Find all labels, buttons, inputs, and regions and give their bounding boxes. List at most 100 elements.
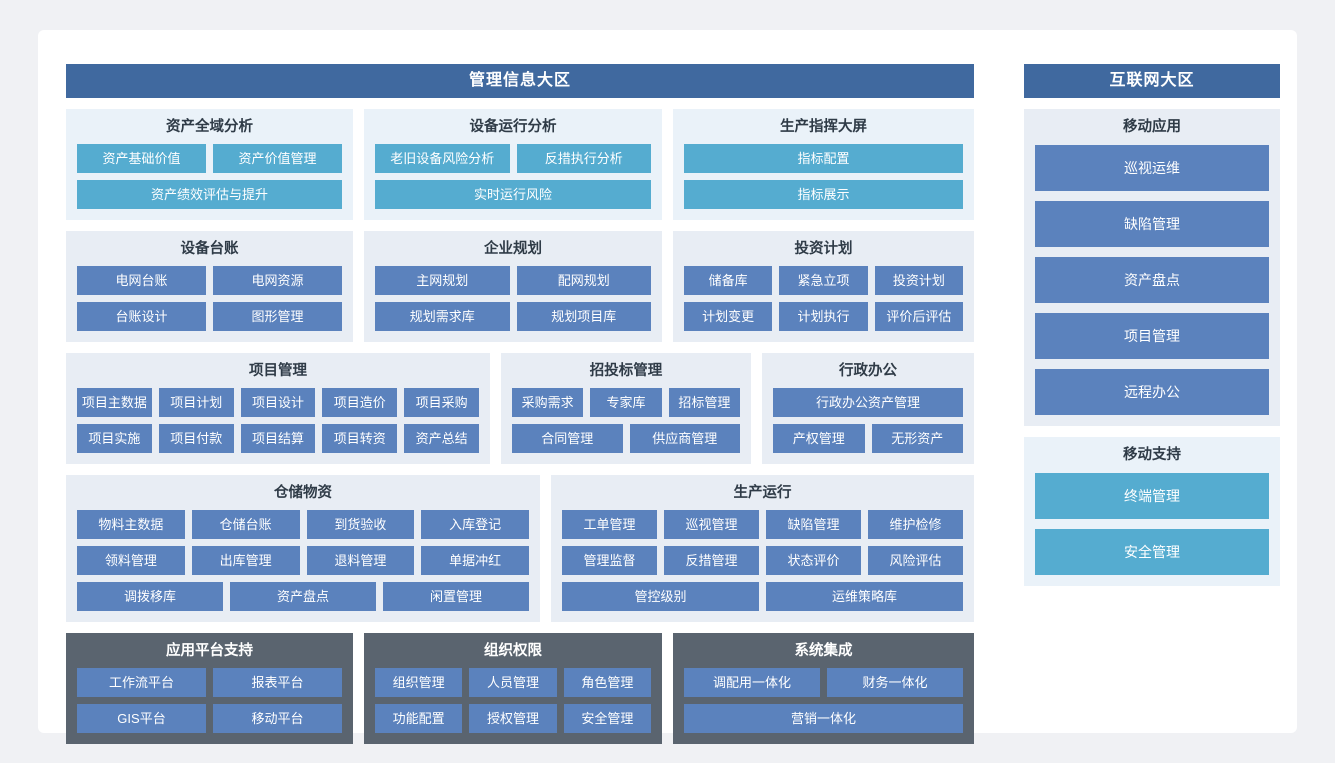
- module-button-bidding-management-1[interactable]: 专家库: [590, 388, 662, 417]
- module-button-mobile-application-0[interactable]: 巡视运维: [1035, 145, 1269, 191]
- group-equipment-operation-analysis: 设备运行分析老旧设备风险分析反措执行分析实时运行风险: [364, 109, 662, 220]
- module-button-organization-permission-3[interactable]: 功能配置: [375, 704, 463, 733]
- group-warehouse-materials: 仓储物资物料主数据仓储台账到货验收入库登记领料管理出库管理退料管理单据冲红调拨移…: [66, 475, 540, 622]
- module-button-project-management-6[interactable]: 项目付款: [158, 424, 234, 453]
- module-button-mobile-application-1[interactable]: 缺陷管理: [1035, 201, 1269, 247]
- module-button-asset-global-analysis-2[interactable]: 资产绩效评估与提升: [77, 180, 342, 209]
- module-button-administrative-office-2[interactable]: 无形资产: [871, 424, 963, 453]
- module-button-bidding-management-4[interactable]: 供应商管理: [629, 424, 740, 453]
- module-button-investment-plan-5[interactable]: 评价后评估: [874, 302, 963, 331]
- module-button-application-platform-support-3[interactable]: 移动平台: [213, 704, 342, 733]
- module-button-project-management-7[interactable]: 项目结算: [240, 424, 316, 453]
- module-button-mobile-support-0[interactable]: 终端管理: [1035, 473, 1269, 519]
- module-button-enterprise-planning-0[interactable]: 主网规划: [375, 266, 510, 295]
- module-button-administrative-office-1[interactable]: 产权管理: [773, 424, 865, 453]
- module-button-equipment-operation-analysis-1[interactable]: 反措执行分析: [516, 144, 651, 173]
- module-button-production-operation-8[interactable]: 管控级别: [562, 582, 759, 611]
- module-button-equipment-ledger-0[interactable]: 电网台账: [77, 266, 206, 295]
- module-button-production-operation-0[interactable]: 工单管理: [562, 510, 657, 539]
- module-button-project-management-0[interactable]: 项目主数据: [77, 388, 152, 417]
- module-button-warehouse-materials-9[interactable]: 资产盘点: [230, 582, 376, 611]
- module-button-bidding-management-3[interactable]: 合同管理: [512, 424, 623, 453]
- module-button-project-management-8[interactable]: 项目转资: [322, 424, 398, 453]
- group-administrative-office: 行政办公行政办公资产管理产权管理无形资产: [762, 353, 974, 464]
- module-button-system-integration-2[interactable]: 营销一体化: [684, 704, 963, 733]
- module-button-production-operation-9[interactable]: 运维策略库: [766, 582, 963, 611]
- card-title-mobile-support: 移动支持: [1123, 447, 1181, 463]
- module-button-administrative-office-0[interactable]: 行政办公资产管理: [773, 388, 963, 417]
- module-button-equipment-ledger-1[interactable]: 电网资源: [213, 266, 342, 295]
- module-button-project-management-5[interactable]: 项目实施: [77, 424, 152, 453]
- module-button-equipment-ledger-3[interactable]: 图形管理: [213, 302, 342, 331]
- module-button-warehouse-materials-5[interactable]: 出库管理: [191, 546, 300, 575]
- module-button-project-management-4[interactable]: 项目采购: [404, 388, 479, 417]
- module-button-investment-plan-3[interactable]: 计划变更: [684, 302, 773, 331]
- module-button-project-management-2[interactable]: 项目设计: [240, 388, 316, 417]
- module-button-production-operation-7[interactable]: 风险评估: [868, 546, 963, 575]
- module-button-investment-plan-1[interactable]: 紧急立项: [779, 266, 868, 295]
- group-title-project-management: 项目管理: [249, 363, 307, 379]
- module-button-enterprise-planning-3[interactable]: 规划项目库: [516, 302, 651, 331]
- module-button-project-management-9[interactable]: 资产总结: [404, 424, 479, 453]
- module-button-system-integration-1[interactable]: 财务一体化: [827, 668, 963, 697]
- module-button-production-operation-1[interactable]: 巡视管理: [664, 510, 759, 539]
- module-button-bidding-management-0[interactable]: 采购需求: [512, 388, 584, 417]
- module-button-bidding-management-2[interactable]: 招标管理: [668, 388, 740, 417]
- module-button-asset-global-analysis-0[interactable]: 资产基础价值: [77, 144, 206, 173]
- group-title-bidding-management: 招投标管理: [589, 363, 663, 379]
- group-title-equipment-ledger: 设备台账: [180, 241, 239, 257]
- module-button-organization-permission-0[interactable]: 组织管理: [375, 668, 463, 697]
- button-row: 主网规划配网规划: [375, 266, 651, 295]
- module-button-investment-plan-4[interactable]: 计划执行: [779, 302, 868, 331]
- module-button-equipment-operation-analysis-0[interactable]: 老旧设备风险分析: [375, 144, 510, 173]
- module-button-mobile-application-2[interactable]: 资产盘点: [1035, 257, 1269, 303]
- module-button-application-platform-support-0[interactable]: 工作流平台: [77, 668, 206, 697]
- module-button-equipment-ledger-2[interactable]: 台账设计: [77, 302, 206, 331]
- module-button-production-command-screen-0[interactable]: 指标配置: [684, 144, 963, 173]
- module-button-organization-permission-4[interactable]: 授权管理: [469, 704, 557, 733]
- module-button-application-platform-support-2[interactable]: GIS平台: [77, 704, 206, 733]
- group-title-warehouse-materials: 仓储物资: [274, 485, 332, 501]
- module-button-mobile-application-4[interactable]: 远程办公: [1035, 369, 1269, 415]
- module-button-production-command-screen-1[interactable]: 指标展示: [684, 180, 963, 209]
- zone-internet: 互联网大区 移动应用巡视运维缺陷管理资产盘点项目管理远程办公移动支持终端管理安全…: [1024, 64, 1280, 586]
- module-button-mobile-support-1[interactable]: 安全管理: [1035, 529, 1269, 575]
- module-button-project-management-3[interactable]: 项目造价: [322, 388, 398, 417]
- module-button-investment-plan-2[interactable]: 投资计划: [874, 266, 963, 295]
- module-button-enterprise-planning-1[interactable]: 配网规划: [516, 266, 651, 295]
- button-row: 电网台账电网资源: [77, 266, 342, 295]
- module-button-warehouse-materials-0[interactable]: 物料主数据: [77, 510, 185, 539]
- module-button-production-operation-2[interactable]: 缺陷管理: [766, 510, 861, 539]
- module-button-warehouse-materials-6[interactable]: 退料管理: [306, 546, 415, 575]
- module-button-asset-global-analysis-1[interactable]: 资产价值管理: [213, 144, 342, 173]
- module-button-system-integration-0[interactable]: 调配用一体化: [684, 668, 820, 697]
- group-asset-global-analysis: 资产全域分析资产基础价值资产价值管理资产绩效评估与提升: [66, 109, 353, 220]
- module-button-mobile-application-3[interactable]: 项目管理: [1035, 313, 1269, 359]
- module-button-warehouse-materials-4[interactable]: 领料管理: [77, 546, 185, 575]
- module-button-production-operation-4[interactable]: 管理监督: [562, 546, 657, 575]
- module-button-warehouse-materials-3[interactable]: 入库登记: [421, 510, 529, 539]
- group-title-administrative-office: 行政办公: [839, 363, 897, 379]
- module-button-enterprise-planning-2[interactable]: 规划需求库: [375, 302, 510, 331]
- module-button-project-management-1[interactable]: 项目计划: [158, 388, 234, 417]
- button-row: 功能配置授权管理安全管理: [375, 704, 651, 733]
- card-title-mobile-application: 移动应用: [1123, 119, 1181, 135]
- module-button-warehouse-materials-1[interactable]: 仓储台账: [191, 510, 300, 539]
- module-button-investment-plan-0[interactable]: 储备库: [684, 266, 773, 295]
- module-button-organization-permission-5[interactable]: 安全管理: [563, 704, 651, 733]
- card-mobile-application: 移动应用巡视运维缺陷管理资产盘点项目管理远程办公: [1024, 109, 1280, 426]
- module-button-organization-permission-2[interactable]: 角色管理: [563, 668, 651, 697]
- module-button-warehouse-materials-10[interactable]: 闲置管理: [383, 582, 529, 611]
- module-button-warehouse-materials-2[interactable]: 到货验收: [306, 510, 415, 539]
- module-button-production-operation-6[interactable]: 状态评价: [766, 546, 861, 575]
- module-button-organization-permission-1[interactable]: 人员管理: [469, 668, 557, 697]
- button-row: 行政办公资产管理: [773, 388, 963, 417]
- module-button-production-operation-5[interactable]: 反措管理: [664, 546, 759, 575]
- group-system-integration: 系统集成调配用一体化财务一体化营销一体化: [673, 633, 974, 744]
- module-button-warehouse-materials-7[interactable]: 单据冲红: [421, 546, 529, 575]
- button-row: 组织管理人员管理角色管理: [375, 668, 651, 697]
- module-button-warehouse-materials-8[interactable]: 调拨移库: [77, 582, 223, 611]
- module-button-application-platform-support-1[interactable]: 报表平台: [213, 668, 342, 697]
- module-button-equipment-operation-analysis-2[interactable]: 实时运行风险: [375, 180, 651, 209]
- module-button-production-operation-3[interactable]: 维护检修: [868, 510, 963, 539]
